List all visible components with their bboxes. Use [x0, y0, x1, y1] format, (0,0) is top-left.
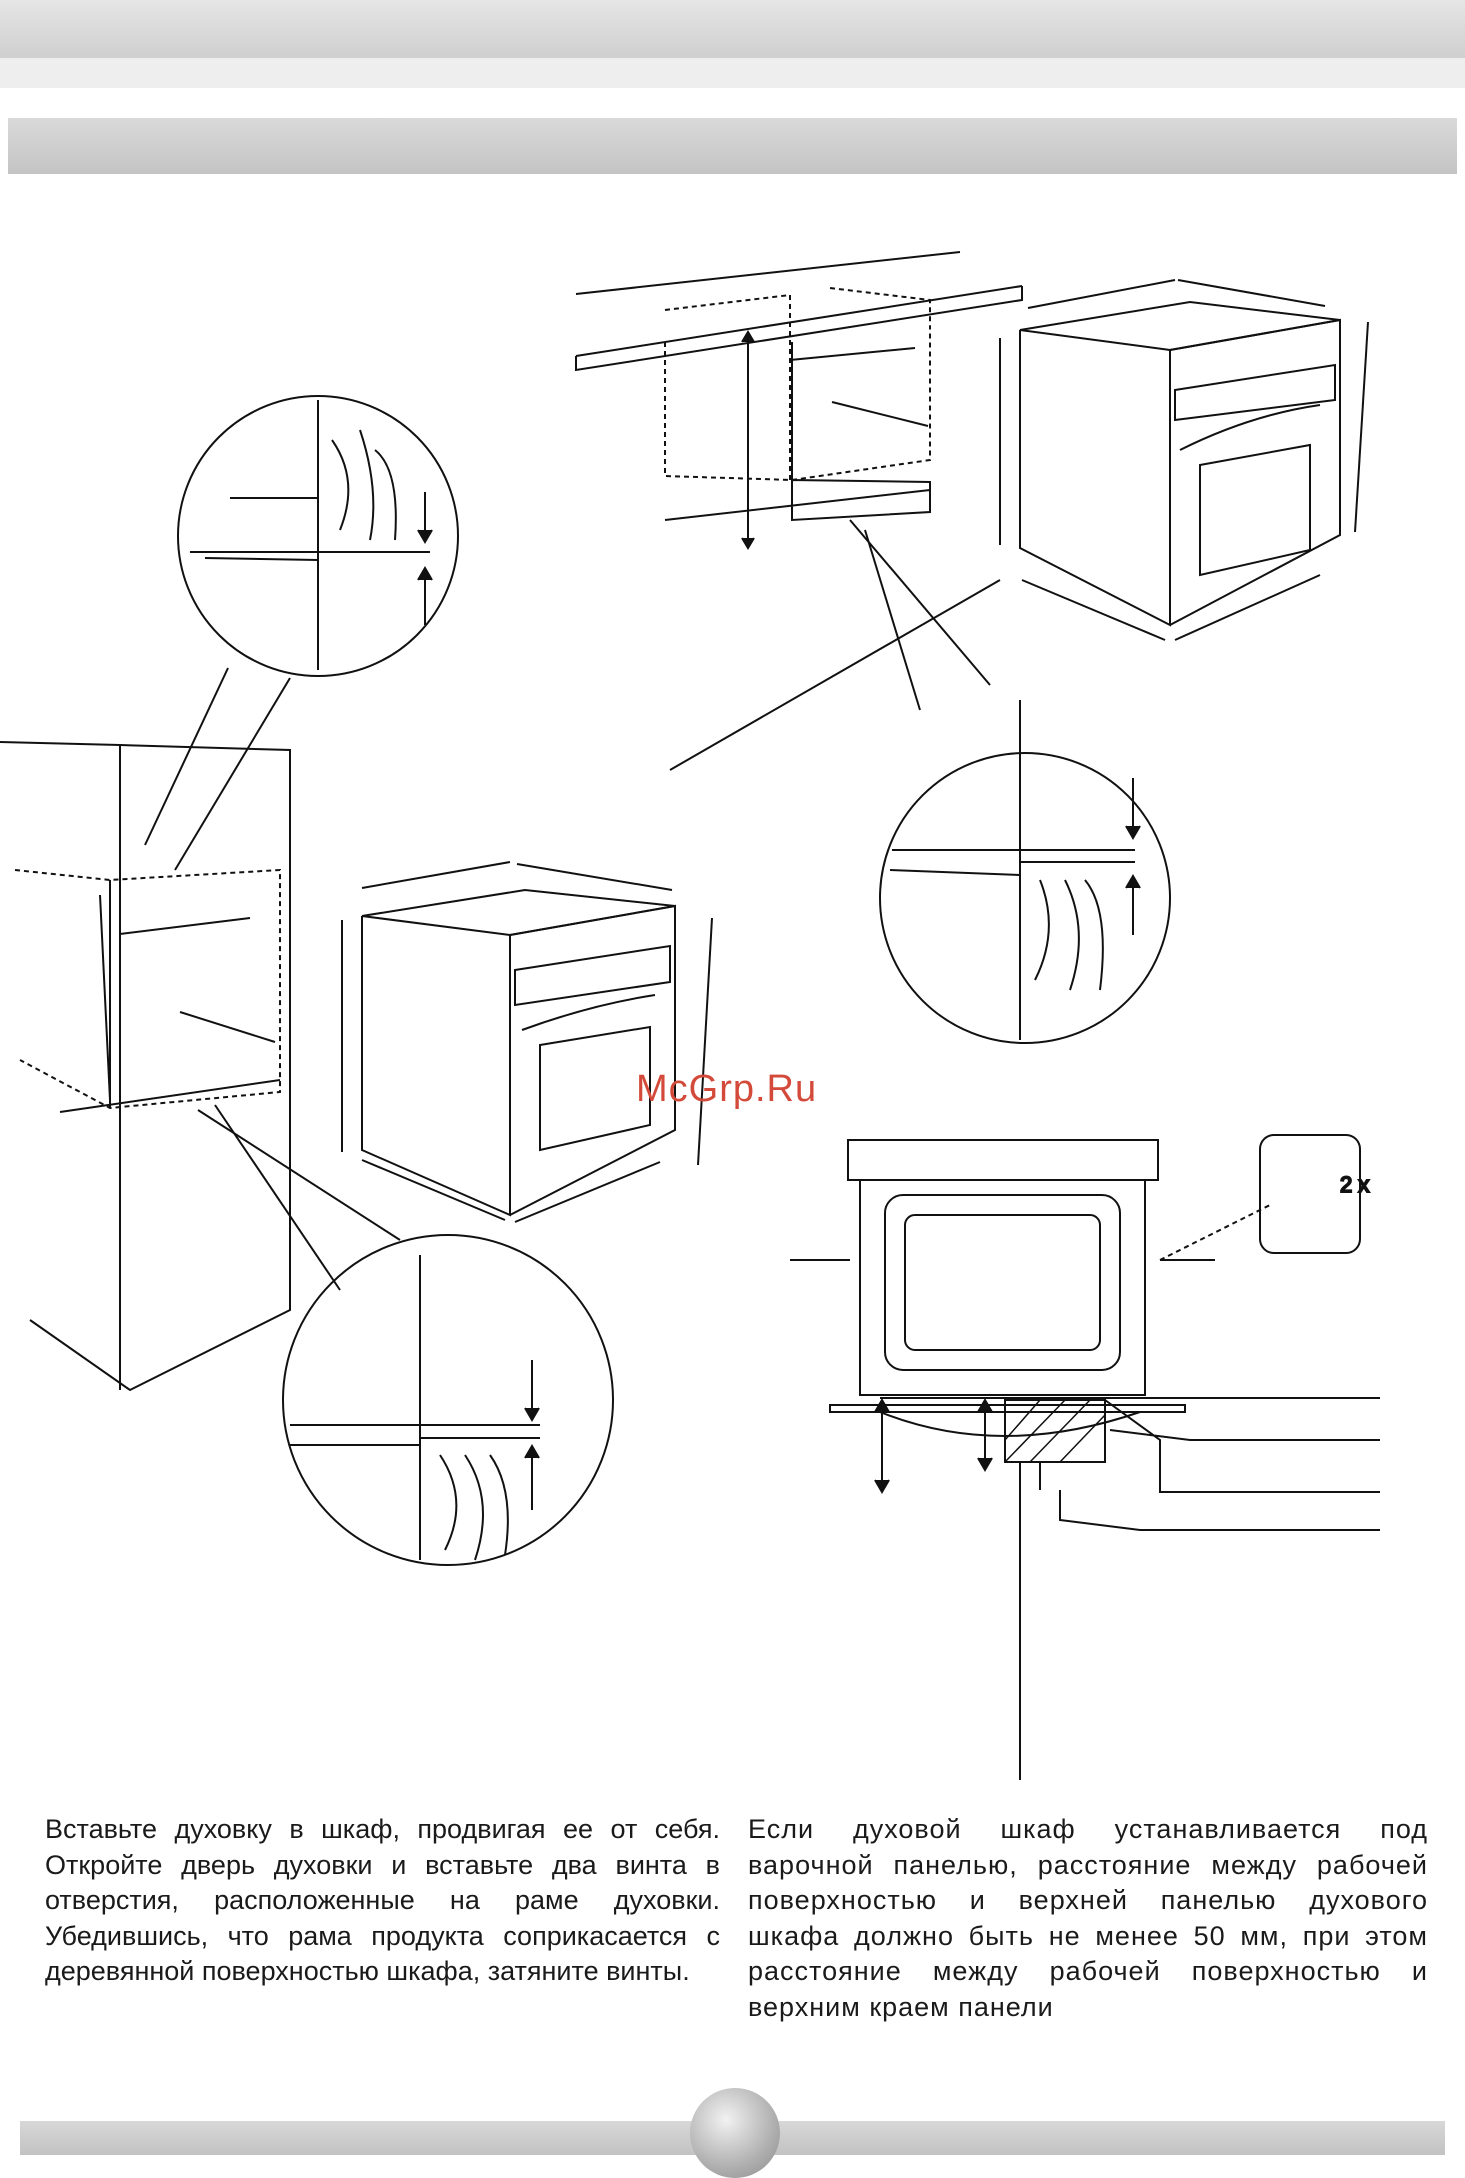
detail-circle-right [849, 519, 1171, 1044]
top-header-band [0, 0, 1465, 58]
watermark: McGrp.Ru [636, 1068, 818, 1110]
instruction-text-right: Если духовой шкаф устанавливается под ва… [748, 1814, 1428, 2022]
detail-circle-bottom-left [197, 1104, 614, 1566]
screw-count-label: 2 x [1340, 1172, 1369, 1197]
oven-drawing-middle [341, 861, 713, 1223]
section-header-bar [8, 118, 1457, 174]
oven-front-view [790, 1134, 1361, 1437]
countertop-section-detail [874, 1397, 1380, 1780]
installation-illustration: 2 x [0, 251, 1380, 1780]
countertop-cabinet-drawing [575, 251, 1023, 771]
page-number-badge [690, 2088, 780, 2178]
top-header-stripe [0, 58, 1465, 88]
tall-cabinet-drawing [0, 741, 291, 1392]
oven-drawing-top [999, 279, 1369, 641]
detail-circle-top-left [144, 395, 459, 871]
instruction-text-left: Вставьте духовку в шкаф, продвигая ее от… [45, 1814, 720, 1986]
